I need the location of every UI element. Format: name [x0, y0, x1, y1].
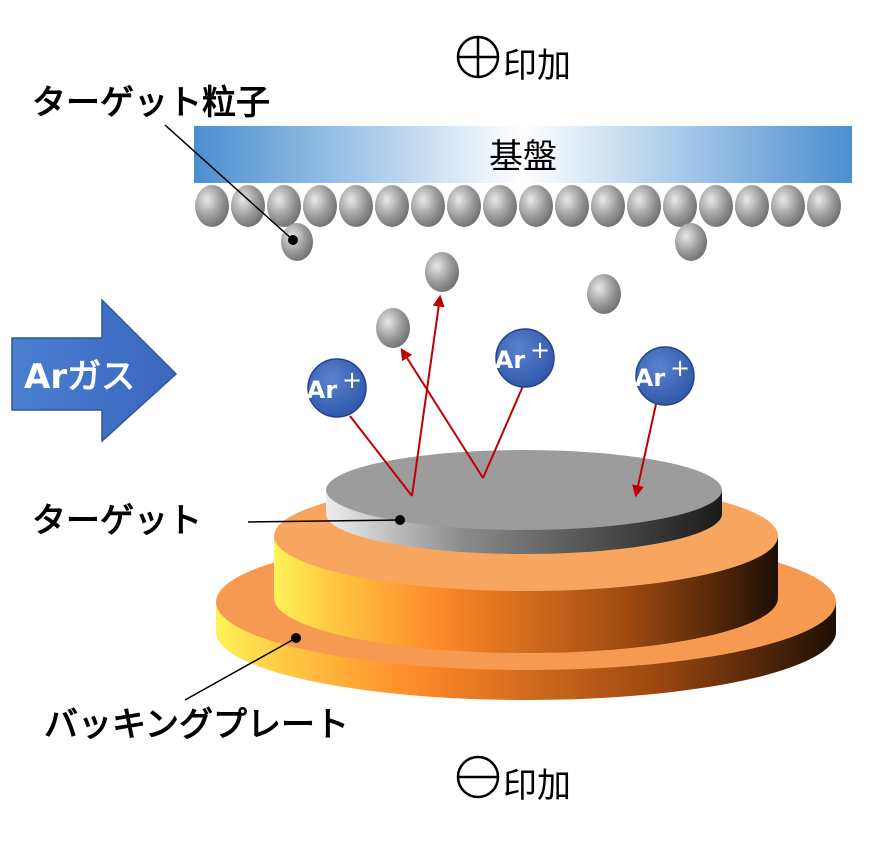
deposited-particle [267, 185, 301, 227]
target-label: ターゲット [32, 501, 202, 541]
target-dot [395, 515, 405, 525]
backing-plate-leader [184, 637, 297, 701]
substrate: 基盤 [194, 126, 852, 183]
circled-minus-icon [456, 755, 500, 799]
target-callout: ターゲット [32, 501, 405, 541]
deposited-particle-row [195, 185, 841, 227]
target-disc [326, 450, 722, 554]
ar-ion-text: Ar [307, 376, 338, 404]
particle-ejection-trajectory [411, 294, 445, 497]
ion-incoming-trajectory [632, 403, 657, 498]
deposited-particle [771, 185, 805, 227]
target-particle-label: ターゲット粒子 [32, 83, 270, 123]
deposited-particle [375, 185, 409, 227]
deposited-particle [699, 185, 733, 227]
minus-apply-label: 印加 [456, 755, 571, 806]
ar-gas-arrow: Arガス [11, 298, 178, 443]
deposited-particle [195, 185, 229, 227]
target-particle-dot [288, 235, 298, 245]
plus-apply-text: 印加 [503, 46, 571, 86]
deposited-particle [339, 185, 373, 227]
ar-ion-text: Ar [495, 346, 526, 374]
deposited-particle [303, 185, 337, 227]
deposited-particle [735, 185, 769, 227]
trajectories [349, 294, 657, 498]
backing-plate-dot [291, 633, 301, 643]
minus-apply-text: 印加 [503, 766, 571, 806]
plus-apply-label: 印加 [456, 35, 571, 86]
target-particle-callout: ターゲット粒子 [32, 83, 298, 245]
target-leader [247, 519, 401, 523]
deposited-particle [411, 185, 445, 227]
target-particle [376, 308, 410, 348]
circled-plus-icon [456, 35, 500, 79]
backing-plate-label: バッキングプレート [44, 705, 349, 745]
deposited-particle [231, 185, 265, 227]
ar-ion: Ar + [635, 346, 695, 406]
ar-ion-text: Ar [635, 364, 666, 392]
ar-ion: Ar + [495, 328, 555, 388]
deposited-particle [519, 185, 553, 227]
deposited-particle [447, 185, 481, 227]
substrate-bar [194, 126, 852, 183]
particle-ejection-trajectory [400, 347, 484, 479]
deposited-particle [807, 185, 841, 227]
deposited-particle [663, 185, 697, 227]
target-particle [675, 223, 707, 261]
target-particle [587, 274, 621, 314]
target-particle-leader [164, 124, 294, 241]
ar-ion-sign: + [342, 366, 362, 394]
ion-incoming-trajectory [482, 385, 524, 479]
ar-gas-label: Arガス [24, 357, 135, 397]
ar-ion-sign: + [670, 354, 690, 382]
deposited-particle [555, 185, 589, 227]
free-particles [281, 223, 707, 348]
backing-plate-callout: バッキングプレート [44, 633, 349, 745]
deposited-particle [591, 185, 625, 227]
ar-ion-sign: + [530, 336, 550, 364]
deposited-particle [483, 185, 517, 227]
substrate-label: 基盤 [489, 137, 557, 177]
target-top [326, 450, 722, 530]
target-particle [425, 252, 459, 292]
deposited-particle [627, 185, 661, 227]
ar-ion: Ar + [307, 358, 367, 418]
ion-incoming-trajectory [349, 415, 413, 497]
